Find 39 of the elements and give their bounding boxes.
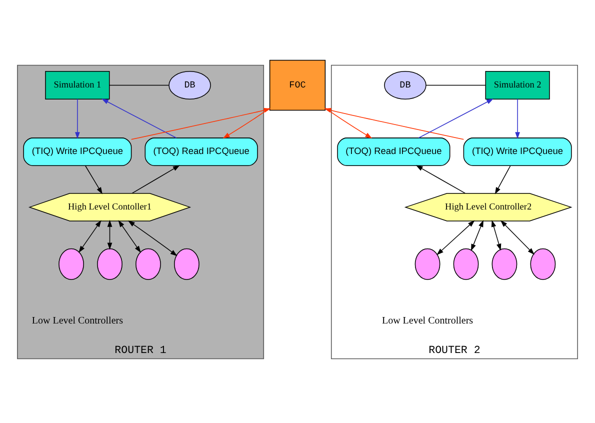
arrow bbox=[118, 220, 141, 252]
node-circle bbox=[453, 248, 479, 280]
node-box: (TIQ) Write IPCQueue bbox=[463, 137, 572, 166]
label: Low Level Controllers bbox=[382, 315, 474, 326]
arrow bbox=[416, 164, 466, 194]
arrow bbox=[128, 220, 178, 256]
node-circle bbox=[530, 248, 556, 280]
node-ellipse: DB bbox=[384, 70, 426, 99]
node-box: (TOQ) Read IPCQueue bbox=[337, 137, 450, 166]
node-circle bbox=[58, 248, 84, 280]
node-circle bbox=[414, 248, 440, 280]
node-box: Simulation 2 bbox=[485, 70, 550, 99]
arrow bbox=[494, 165, 511, 194]
arrow bbox=[515, 98, 520, 139]
arrow bbox=[491, 219, 502, 250]
node-circle bbox=[492, 248, 518, 280]
arrow bbox=[324, 107, 372, 138]
node-ellipse: DB bbox=[168, 70, 211, 99]
node-circle bbox=[136, 248, 161, 280]
label: Low Level Controllers bbox=[32, 315, 123, 326]
arrow bbox=[78, 220, 102, 252]
arrow bbox=[101, 98, 177, 138]
arrow bbox=[107, 219, 112, 250]
node-circle bbox=[97, 248, 122, 280]
arrow bbox=[418, 98, 494, 138]
arrow bbox=[436, 220, 475, 255]
arrow bbox=[470, 220, 484, 251]
node-box: FOC bbox=[269, 59, 326, 110]
arrow bbox=[75, 98, 80, 139]
connector bbox=[426, 84, 486, 86]
node-circle bbox=[174, 248, 200, 280]
node-box: Simulation 1 bbox=[45, 70, 110, 99]
connector bbox=[109, 84, 170, 86]
arrow bbox=[85, 165, 102, 194]
arrow bbox=[324, 107, 464, 140]
node-box: (TOQ) Read IPCQueue bbox=[144, 137, 258, 166]
arrow bbox=[132, 164, 180, 194]
node-box: (TIQ) Write IPCQueue bbox=[23, 137, 132, 166]
arrow bbox=[500, 220, 534, 254]
